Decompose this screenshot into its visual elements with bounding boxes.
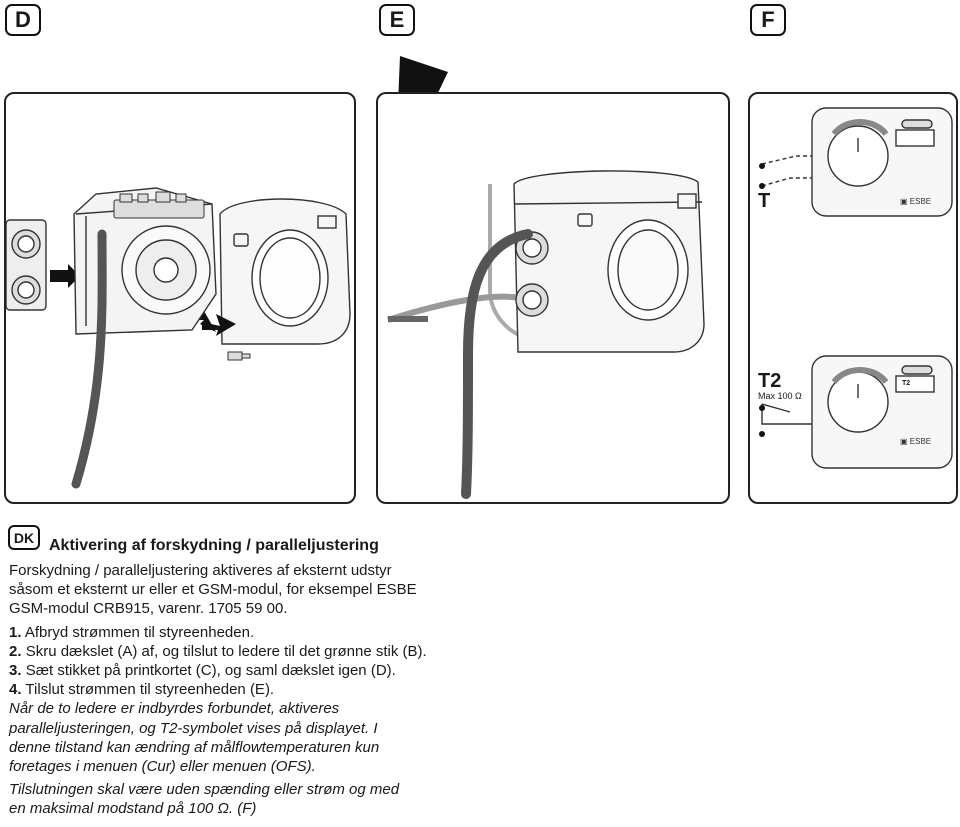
max-resistance-label: Max 100 Ω [758, 391, 802, 401]
note-line: denne tilstand kan ændring af målflowtem… [9, 738, 380, 756]
step-tag-f: F [750, 4, 786, 36]
svg-text:▣ ESBE: ▣ ESBE [900, 197, 931, 206]
section-heading: Aktivering af forskydning / paralleljust… [49, 537, 379, 554]
panel-d-illustration [4, 92, 356, 504]
step-tag-d: D [5, 4, 41, 36]
note-line: en maksimal modstand på 100 Ω. (F) [9, 800, 257, 818]
instructions-text: Forskydning / paralleljustering aktivere… [9, 561, 549, 819]
panel-f-illustration: ▣ ESBE ▣ ESBE T T2 Max 100 Ω T2 [748, 92, 958, 504]
display-t2-label: T2 [902, 380, 911, 387]
intro-line: såsom et eksternt ur eller et GSM-modul,… [9, 581, 417, 599]
step-item: 4. Tilslut strømmen til styreenheden (E)… [9, 681, 275, 699]
label-t: T [758, 190, 771, 212]
svg-text:▣ ESBE: ▣ ESBE [900, 437, 931, 446]
note-line: Tilslutningen skal være uden spænding el… [9, 781, 400, 799]
step-item: 3. Sæt stikket på printkortet (C), og sa… [9, 662, 396, 680]
note-line: paralleljusteringen, og T2-symbolet vise… [9, 719, 378, 737]
label-t2: T2 [758, 370, 782, 392]
note-line: foretages i menuen (Cur) eller menuen (O… [9, 758, 316, 776]
step-item: 2. Skru dækslet (A) af, og tilslut to le… [9, 642, 427, 660]
panel-e-illustration [376, 92, 730, 504]
intro-line: GSM-modul CRB915, varenr. 1705 59 00. [9, 600, 288, 618]
step-tag-e: E [379, 4, 415, 36]
intro-line: Forskydning / paralleljustering aktivere… [9, 562, 392, 579]
language-badge: DK [8, 525, 40, 550]
note-line: Når de to ledere er indbyrdes forbundet,… [9, 700, 340, 718]
step-item: 1. Afbryd strømmen til styreenheden. [9, 623, 255, 641]
